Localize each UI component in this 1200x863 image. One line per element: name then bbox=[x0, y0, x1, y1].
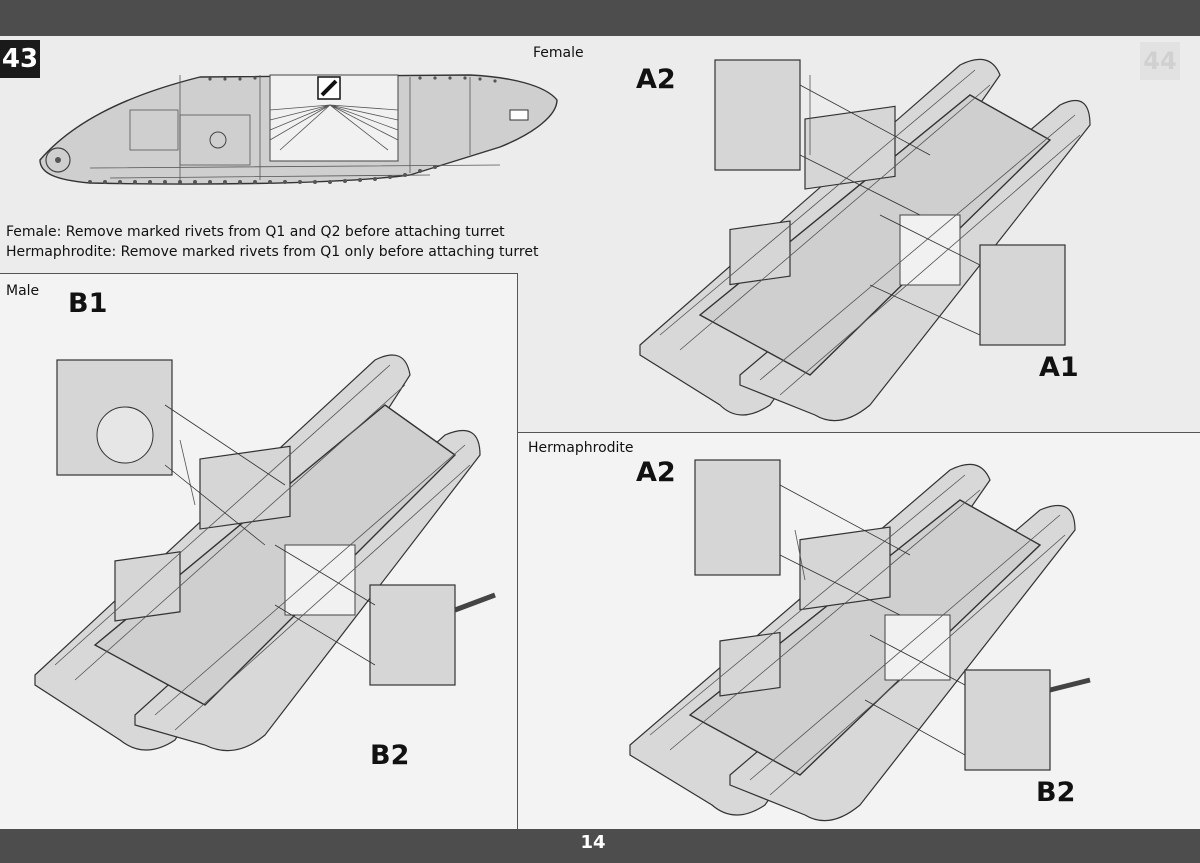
hermaphrodite-tank-drawing bbox=[629, 459, 1091, 822]
male-tank-drawing bbox=[34, 354, 496, 752]
divider-herm-top bbox=[517, 432, 1200, 433]
herm-part-a2-label: A2 bbox=[636, 457, 676, 488]
male-part-b1-label: B1 bbox=[68, 288, 108, 319]
divider-vertical bbox=[517, 273, 518, 829]
page-number: 14 bbox=[580, 832, 606, 853]
next-step-ghost: 44 bbox=[1140, 42, 1180, 80]
divider-male-top bbox=[0, 273, 518, 274]
female-part-a2-label: A2 bbox=[636, 64, 676, 95]
hermaphrodite-note: Hermaphrodite: Remove marked rivets from… bbox=[6, 244, 539, 260]
female-label: Female bbox=[533, 45, 584, 61]
header-bar bbox=[0, 0, 1200, 36]
female-tank-drawing bbox=[639, 58, 1091, 422]
male-label: Male bbox=[6, 283, 40, 299]
male-part-b2-label: B2 bbox=[370, 740, 410, 771]
female-part-a1-label: A1 bbox=[1039, 352, 1079, 383]
footer-bar bbox=[0, 829, 1200, 863]
roof-plate-diagram bbox=[39, 74, 558, 185]
hermaphrodite-label: Hermaphrodite bbox=[528, 440, 634, 456]
step-number: 43 bbox=[0, 40, 40, 78]
herm-part-b2-label: B2 bbox=[1036, 777, 1076, 808]
female-note: Female: Remove marked rivets from Q1 and… bbox=[6, 224, 505, 240]
